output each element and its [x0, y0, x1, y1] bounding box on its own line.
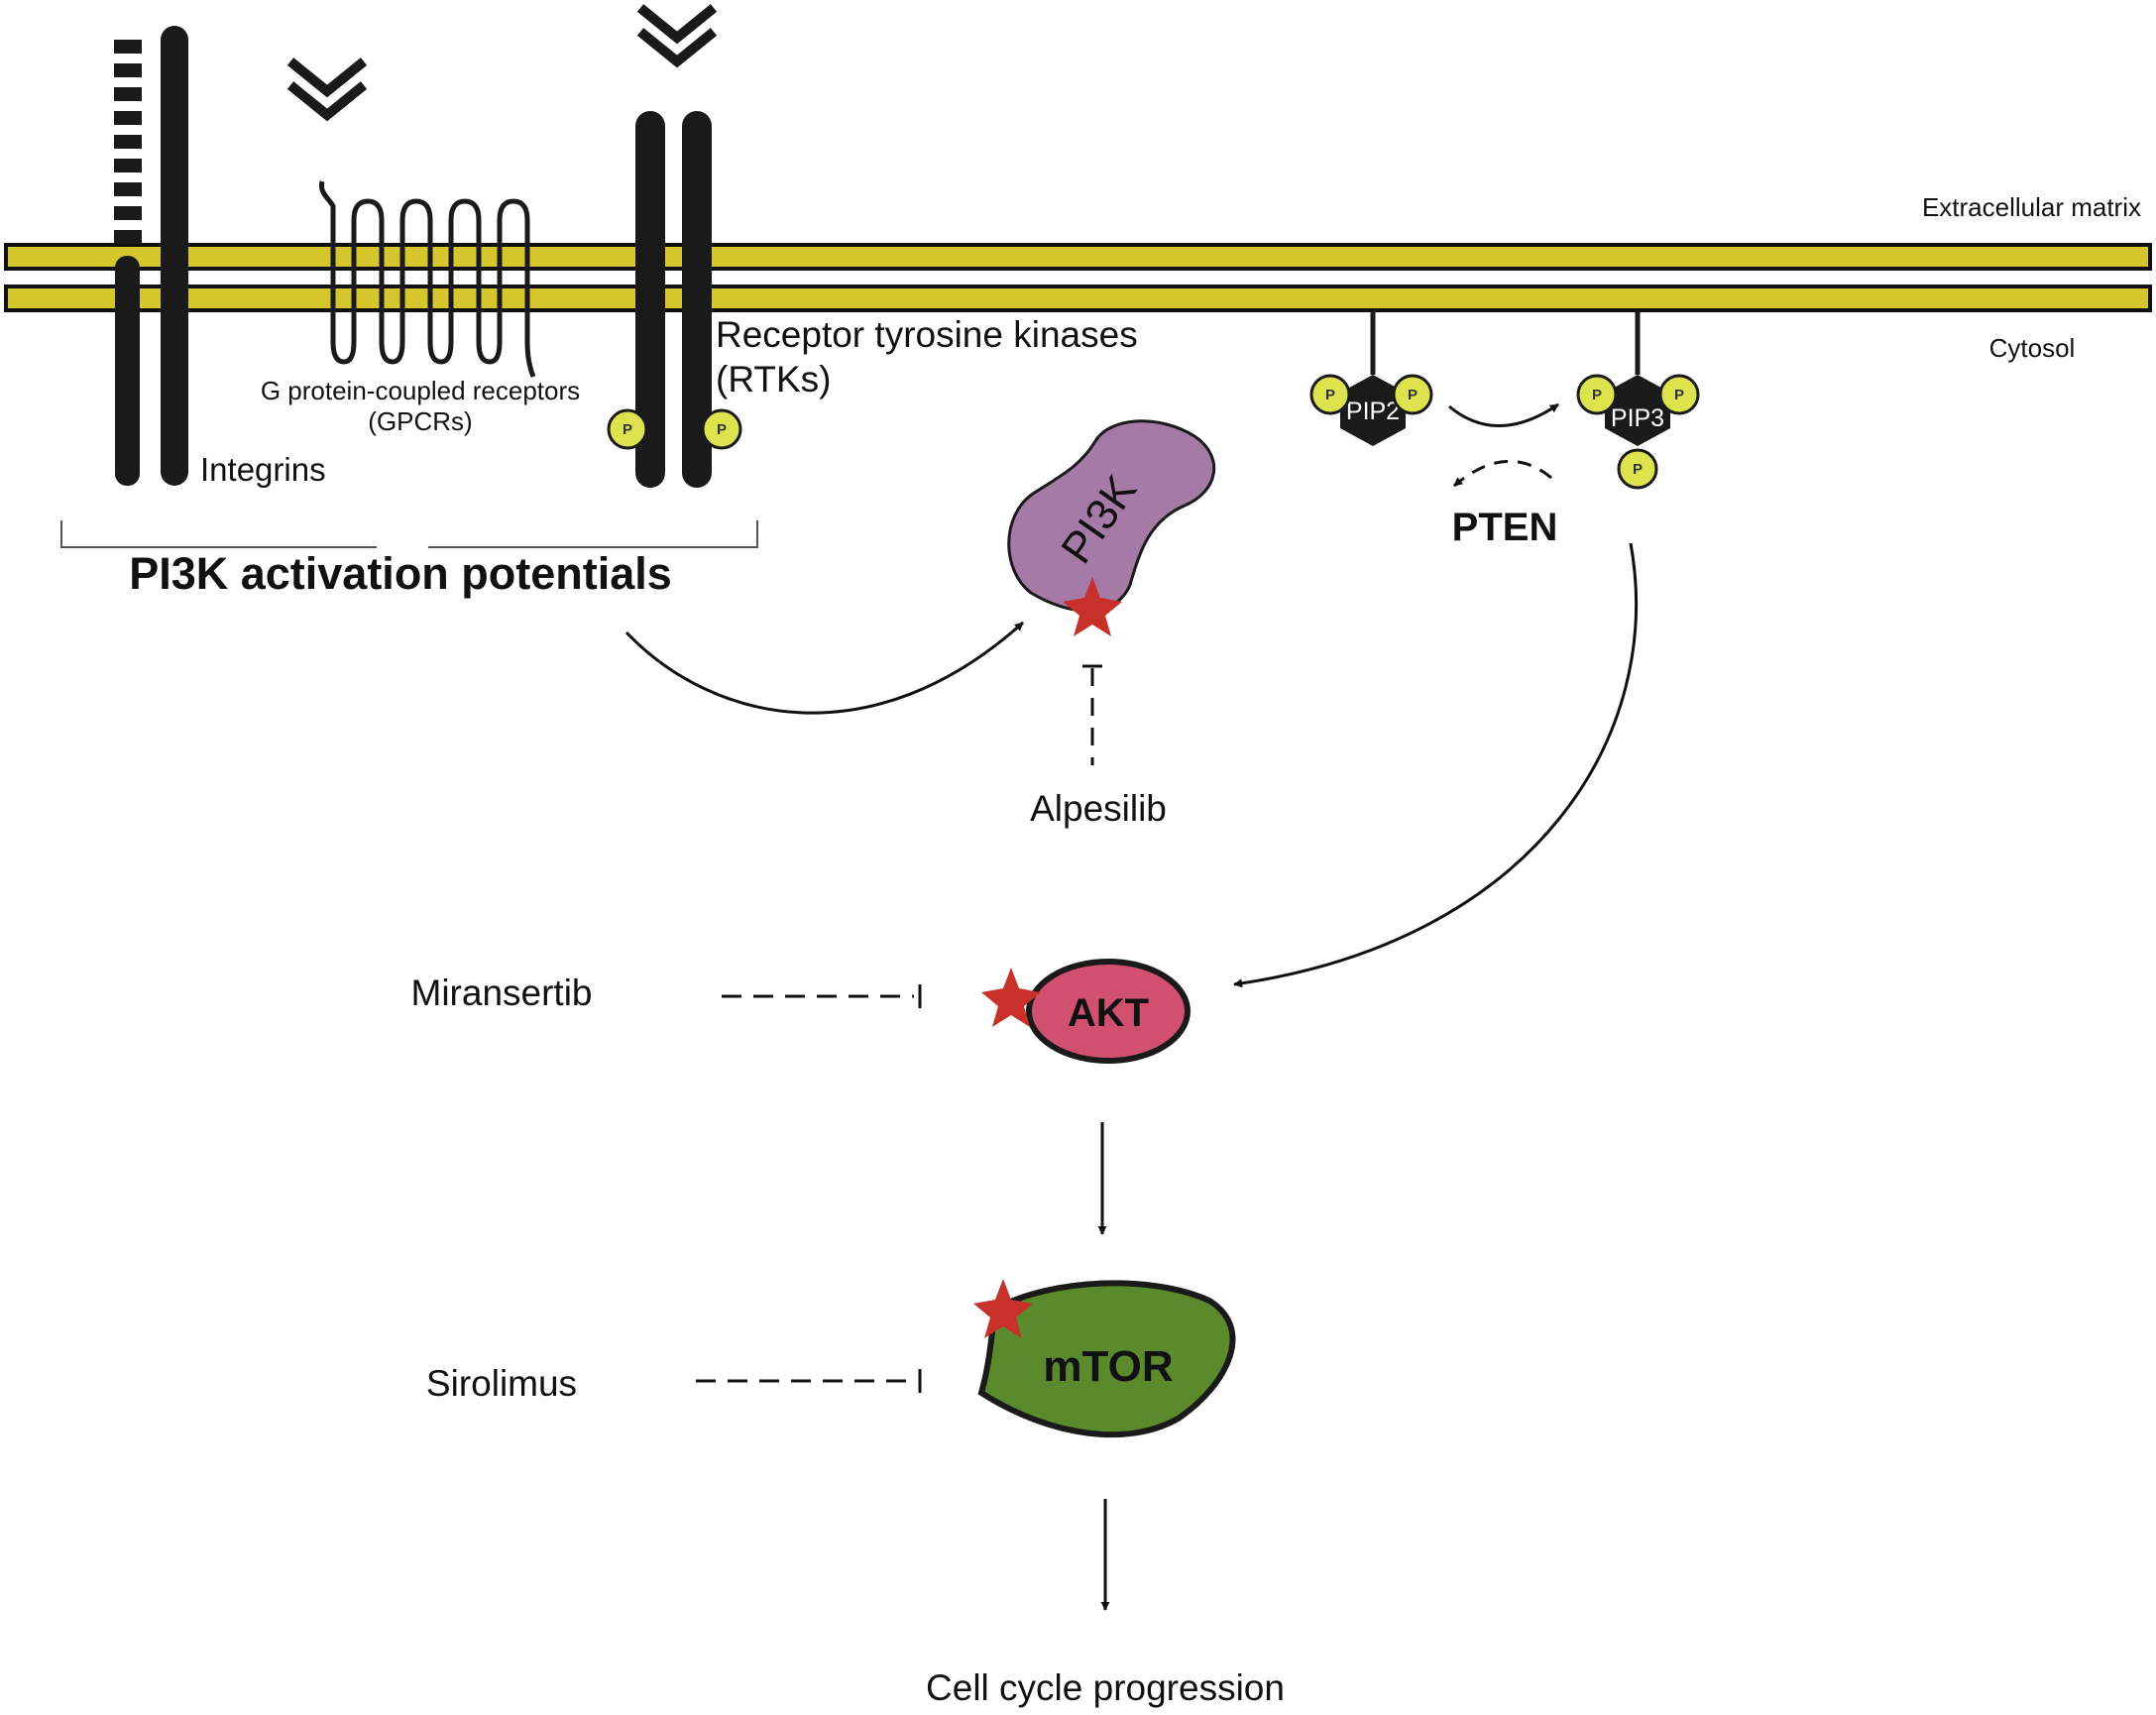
- akt-star-icon: [981, 968, 1041, 1027]
- miransertib-label: Miransertib: [411, 972, 593, 1013]
- phosphate-label: P: [1592, 387, 1602, 403]
- pip2-label: PIP2: [1346, 398, 1400, 425]
- pten-reverse-arrow: [1453, 459, 1552, 488]
- integrin-receptor: [114, 26, 188, 486]
- pip2-phosphate-left-icon: P: [1309, 374, 1351, 415]
- pip2-lipid: PIP2 P P: [1309, 310, 1433, 446]
- cell-membrane: [4, 243, 2152, 312]
- rtk-phosphate-right-icon: P: [701, 408, 742, 450]
- sirolimus-inhibition: [696, 1369, 922, 1393]
- gpcr-ligand-chevron-icon: [286, 57, 368, 122]
- extracellular-matrix-label: Extracellular matrix: [1922, 192, 2141, 222]
- cytosol-label: Cytosol: [1989, 333, 2076, 363]
- pi3k-enzyme: PI3K: [1007, 419, 1216, 636]
- alpesilib-label: Alpesilib: [1030, 788, 1167, 829]
- rtk-receptor: P P: [607, 4, 742, 488]
- pip3-lipid: PIP3 P P P: [1576, 310, 1700, 490]
- gpcr-receptor: [286, 57, 536, 378]
- activation-bracket: [60, 520, 758, 548]
- integrins-label: Integrins: [200, 451, 326, 488]
- mtor-enzyme: mTOR: [973, 1279, 1236, 1438]
- akt-label: AKT: [1068, 991, 1149, 1035]
- phosphate-label: P: [1633, 461, 1643, 478]
- rtk-label-line2: (RTKs): [716, 359, 831, 400]
- akt-enzyme: AKT: [981, 959, 1191, 1064]
- pi3k-activation-title: PI3K activation potentials: [129, 548, 672, 599]
- rtk-label-line1: Receptor tyrosine kinases: [716, 314, 1138, 355]
- pip3-phosphate-bottom-icon: P: [1617, 448, 1658, 490]
- mtor-star-icon: [973, 1279, 1033, 1338]
- pip3-phosphate-right-icon: P: [1658, 374, 1700, 415]
- phosphate-label: P: [717, 421, 727, 438]
- activation-to-pi3k-arrow: [624, 621, 1025, 715]
- rtk-phosphate-left-icon: P: [607, 408, 648, 450]
- gpcr-label-line2: (GPCRs): [368, 406, 472, 436]
- phosphate-label: P: [1674, 387, 1684, 403]
- pten-label: PTEN: [1452, 506, 1558, 549]
- rtk-ligand-chevron-icon: [636, 4, 718, 68]
- alpesilib-inhibition: [1082, 664, 1102, 765]
- sirolimus-label: Sirolimus: [426, 1363, 577, 1404]
- phosphate-label: P: [623, 421, 632, 438]
- pip3-label: PIP3: [1611, 404, 1664, 432]
- cell-cycle-progression-label: Cell cycle progression: [926, 1667, 1285, 1708]
- pip2-phosphate-right-icon: P: [1392, 374, 1433, 415]
- pip2-to-pip3-arrow: [1448, 402, 1559, 427]
- pi3k-star-icon: [1063, 577, 1122, 636]
- miransertib-inhibition: [722, 984, 922, 1008]
- phosphate-label: P: [1325, 387, 1335, 403]
- mtor-label: mTOR: [1043, 1342, 1173, 1391]
- integrin-striped-domain: [114, 40, 142, 244]
- gpcr-label-line1: G protein-coupled receptors: [261, 376, 580, 405]
- pip3-phosphate-left-icon: P: [1576, 374, 1618, 415]
- phosphate-label: P: [1408, 387, 1418, 403]
- pip3-to-akt-arrow: [1233, 542, 1639, 988]
